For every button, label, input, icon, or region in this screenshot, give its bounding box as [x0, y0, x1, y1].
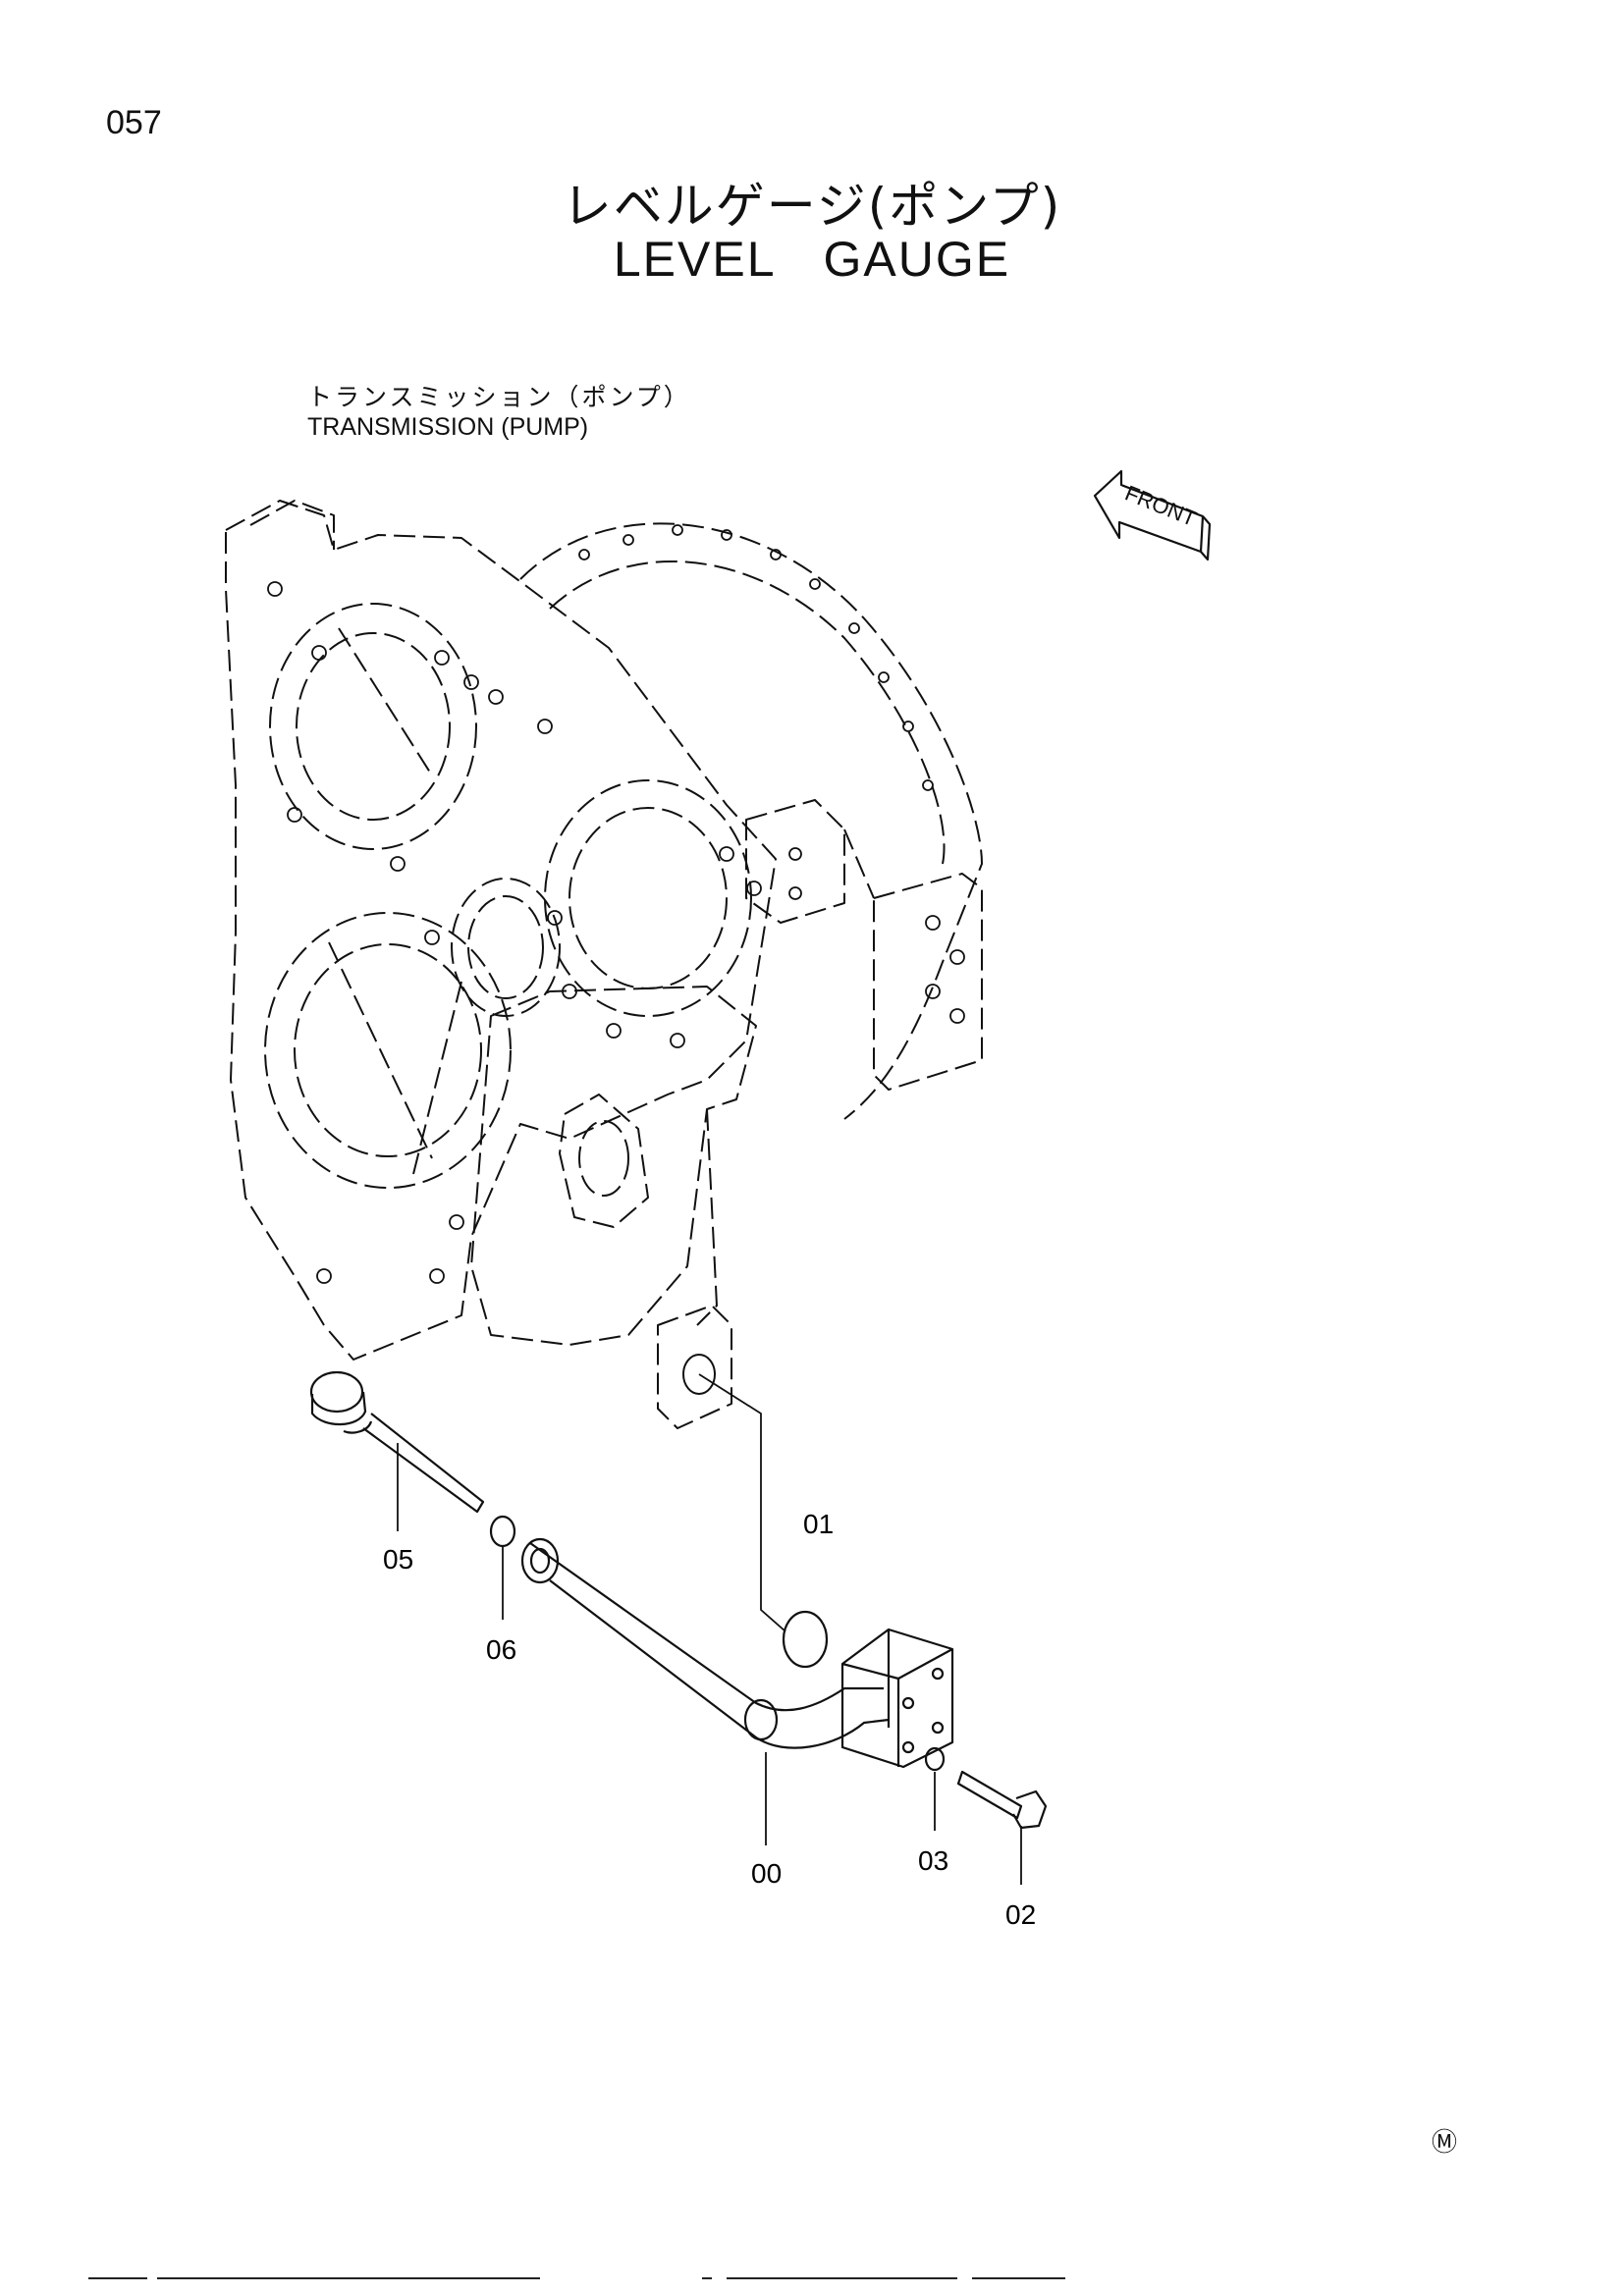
o-ring-part-01	[782, 1610, 829, 1669]
footer-rule	[702, 2277, 712, 2279]
title-japanese: レベルゲージ(ポンプ)	[562, 178, 1062, 235]
callout-03: 03	[918, 1845, 948, 1876]
footer-rule	[727, 2277, 957, 2279]
footer-rule	[157, 2277, 540, 2279]
footer-rule	[972, 2277, 1065, 2279]
washer-part-03	[924, 1746, 946, 1772]
dipstick-part-05	[309, 1370, 485, 1514]
front-arrow-icon: FRONT	[1093, 469, 1212, 561]
o-ring-part-06	[489, 1515, 516, 1548]
callout-02: 02	[1005, 1899, 1036, 1930]
callout-05: 05	[383, 1544, 413, 1575]
bolt-part-02	[956, 1770, 1048, 1830]
assembly-label-english: TRANSMISSION (PUMP)	[307, 413, 589, 441]
page-number: 057	[106, 104, 162, 141]
callout-00: 00	[751, 1858, 782, 1889]
transmission-housing	[225, 500, 983, 1429]
callout-leaders	[397, 1373, 1022, 1885]
callout-01: 01	[803, 1509, 834, 1539]
title-english: LEVEL GAUGE	[613, 232, 1011, 287]
manufacturer-mark: Ⓜ	[1431, 2127, 1457, 2157]
callout-06: 06	[486, 1634, 516, 1665]
front-arrow-label: FRONT	[1121, 480, 1200, 531]
assembly-label-japanese: トランスミッション（ポンプ）	[307, 383, 691, 411]
gauge-pipe-part-00	[520, 1537, 954, 1769]
housing-bolt-holes	[267, 524, 965, 1284]
footer-rule	[88, 2277, 147, 2279]
